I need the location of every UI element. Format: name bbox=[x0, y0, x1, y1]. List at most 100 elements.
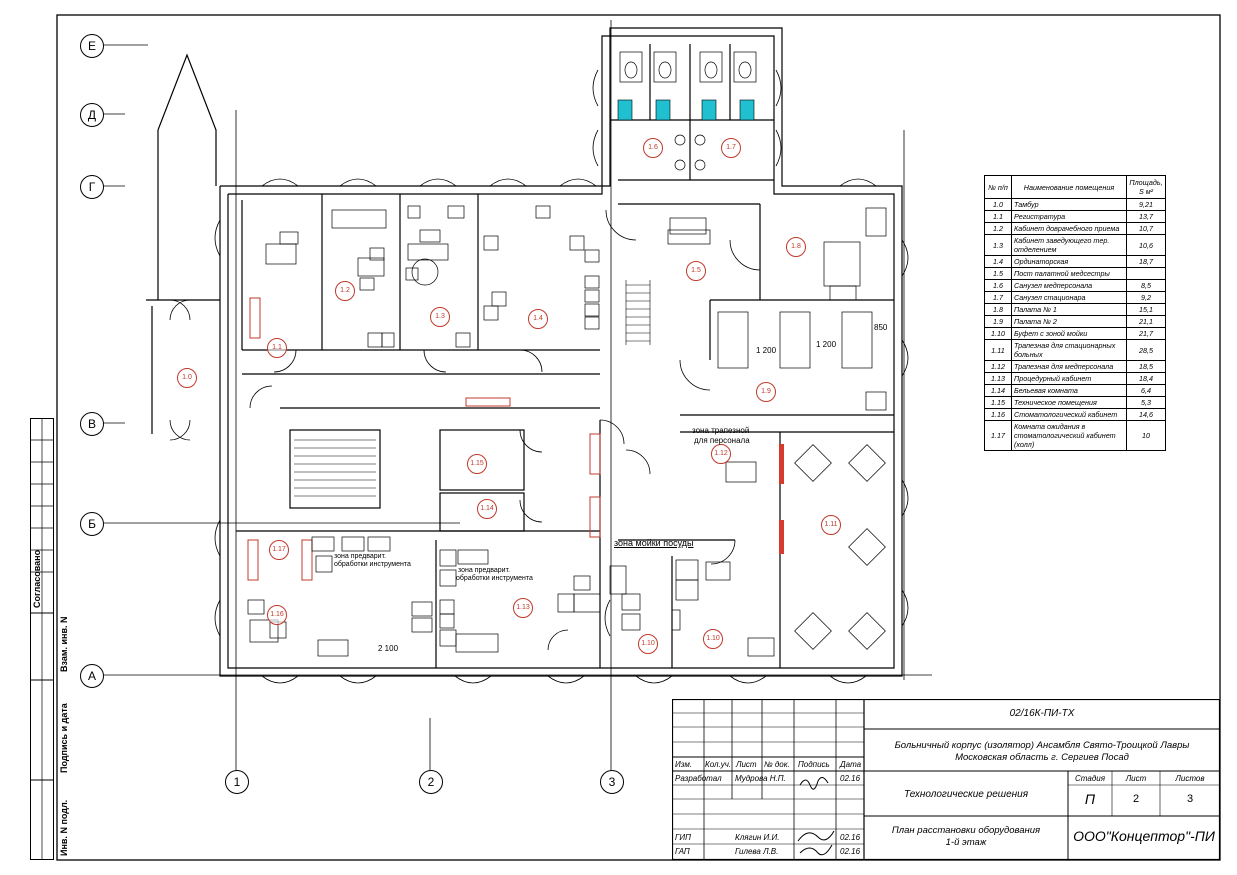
room-num-cell: 1.14 bbox=[984, 384, 1012, 397]
room-name-cell: Тамбур bbox=[1011, 198, 1127, 211]
sign-date-label: Подпись и дата bbox=[59, 703, 69, 773]
room-area-cell: 10 bbox=[1126, 420, 1166, 451]
room-label: 1.8 bbox=[786, 237, 806, 257]
room-num-cell: 1.17 bbox=[984, 420, 1012, 451]
room-area-cell: 15,1 bbox=[1126, 303, 1166, 316]
sheet-label: Лист bbox=[1125, 774, 1147, 783]
room-name-cell: Техническое помещения bbox=[1011, 396, 1127, 409]
washing-stations bbox=[621, 593, 681, 631]
room-name-cell: Палата № 2 bbox=[1011, 315, 1127, 328]
room-label: 1.2 bbox=[335, 281, 355, 301]
room-area-cell: 21,7 bbox=[1126, 327, 1166, 340]
room-name-cell: Кабинет заведующего тер. отделением bbox=[1011, 234, 1127, 256]
room-table-header: № п/п Наименование помещения Площадь, S … bbox=[984, 175, 1166, 199]
room-area-cell: 9,2 bbox=[1126, 291, 1166, 304]
note-pretreat-1b: обработки инструмента bbox=[334, 561, 411, 568]
room-num-cell: 1.15 bbox=[984, 396, 1012, 409]
header-num: № п/п bbox=[984, 175, 1012, 199]
room-name-cell: Санузел медперсонала bbox=[1011, 279, 1127, 292]
room-label: 1.1 bbox=[267, 338, 287, 358]
room-num-cell: 1.4 bbox=[984, 255, 1012, 268]
room-area-cell: 28,5 bbox=[1126, 339, 1166, 361]
room-num-cell: 1.10 bbox=[984, 327, 1012, 340]
red-equipment bbox=[247, 297, 601, 581]
gip-date: 02.16 bbox=[840, 833, 861, 842]
room-num-cell: 1.9 bbox=[984, 315, 1012, 328]
axis-v: В bbox=[80, 412, 104, 436]
room-num-cell: 1.12 bbox=[984, 360, 1012, 373]
room-area-cell: 8,5 bbox=[1126, 279, 1166, 292]
gip-label: ГИП bbox=[675, 833, 691, 842]
axis-3: 3 bbox=[600, 770, 624, 794]
room-area-cell: 21,1 bbox=[1126, 315, 1166, 328]
gap-label: ГАП bbox=[675, 847, 690, 856]
col-izm: Изм. bbox=[675, 760, 693, 769]
room-label: 1.17 bbox=[269, 540, 289, 560]
grid-lines bbox=[103, 20, 932, 770]
company-name: ООО"Концептор"-ПИ bbox=[1073, 828, 1215, 844]
room-name-cell: Процедурный кабинет bbox=[1011, 372, 1127, 385]
room-name-cell: Бельевая комната bbox=[1011, 384, 1127, 397]
title-block-grid bbox=[672, 699, 1220, 860]
note-pretreat-1a: зона предварит. bbox=[334, 553, 386, 560]
wc-fixtures bbox=[619, 51, 757, 171]
room-num-cell: 1.5 bbox=[984, 267, 1012, 280]
room-name-cell: Палата № 1 bbox=[1011, 303, 1127, 316]
room-area-cell: 6,4 bbox=[1126, 384, 1166, 397]
room-area-cell: 5,3 bbox=[1126, 396, 1166, 409]
dim-1200-b: 1 200 bbox=[816, 340, 837, 349]
gap-name: Гилева Л.В. bbox=[735, 847, 779, 856]
dining-tables bbox=[794, 444, 886, 650]
axis-1: 1 bbox=[225, 770, 249, 794]
room-name-cell: Трапезная для стационарных больных bbox=[1011, 339, 1127, 361]
room-name-cell: Пост палатной медсестры bbox=[1011, 267, 1127, 280]
room-name-cell: Кабинет доврачебного приема bbox=[1011, 222, 1127, 235]
sheet-title-2: 1-й этаж bbox=[945, 837, 987, 848]
col-kol: Кол.уч. bbox=[705, 760, 732, 769]
room-num-cell: 1.8 bbox=[984, 303, 1012, 316]
room-label: 1.4 bbox=[528, 309, 548, 329]
inv-orig-label: Инв. N подл. bbox=[59, 799, 69, 856]
room-name-cell: Комната ожидания в стоматологический каб… bbox=[1011, 420, 1127, 451]
axis-b: Б bbox=[80, 512, 104, 536]
room-name-cell: Ординаторская bbox=[1011, 255, 1127, 268]
doc-code: 02/16К-ПИ-ТХ bbox=[1009, 708, 1075, 719]
signature-gip-gap-icon bbox=[797, 830, 835, 856]
room-label: 1.14 bbox=[477, 499, 497, 519]
windows bbox=[214, 69, 909, 684]
note-pretreat-2b: обработки инструмента bbox=[456, 575, 533, 582]
wc-cyan-zones bbox=[617, 99, 755, 121]
sheets-value: 3 bbox=[1186, 793, 1194, 805]
developed-name: Мудрова Н.П. bbox=[735, 774, 786, 783]
developed-label: Разработал bbox=[675, 774, 722, 783]
room-name-cell: Стоматологический кабинет bbox=[1011, 408, 1127, 421]
stairs bbox=[294, 280, 651, 497]
agreed-label: Согласовано bbox=[32, 549, 42, 608]
axis-e: Е bbox=[80, 34, 104, 58]
col-sign: Подпись bbox=[798, 760, 830, 769]
col-date: Дата bbox=[840, 760, 862, 769]
room-label: 1.7 bbox=[721, 138, 741, 158]
room-num-cell: 1.7 bbox=[984, 291, 1012, 304]
replace-inv-label: Взам. инв. N bbox=[59, 616, 69, 672]
note-wash-zone: зона мойки посуды bbox=[614, 538, 694, 548]
room-name-cell: Буфет с зоной мойки bbox=[1011, 327, 1127, 340]
side-stamp-grid bbox=[30, 418, 54, 860]
signature-developer-icon bbox=[799, 777, 829, 790]
axis-2: 2 bbox=[419, 770, 443, 794]
room-label: 1.10 bbox=[638, 634, 658, 654]
room-num-cell: 1.0 bbox=[984, 198, 1012, 211]
room-label: 1.0 bbox=[177, 368, 197, 388]
